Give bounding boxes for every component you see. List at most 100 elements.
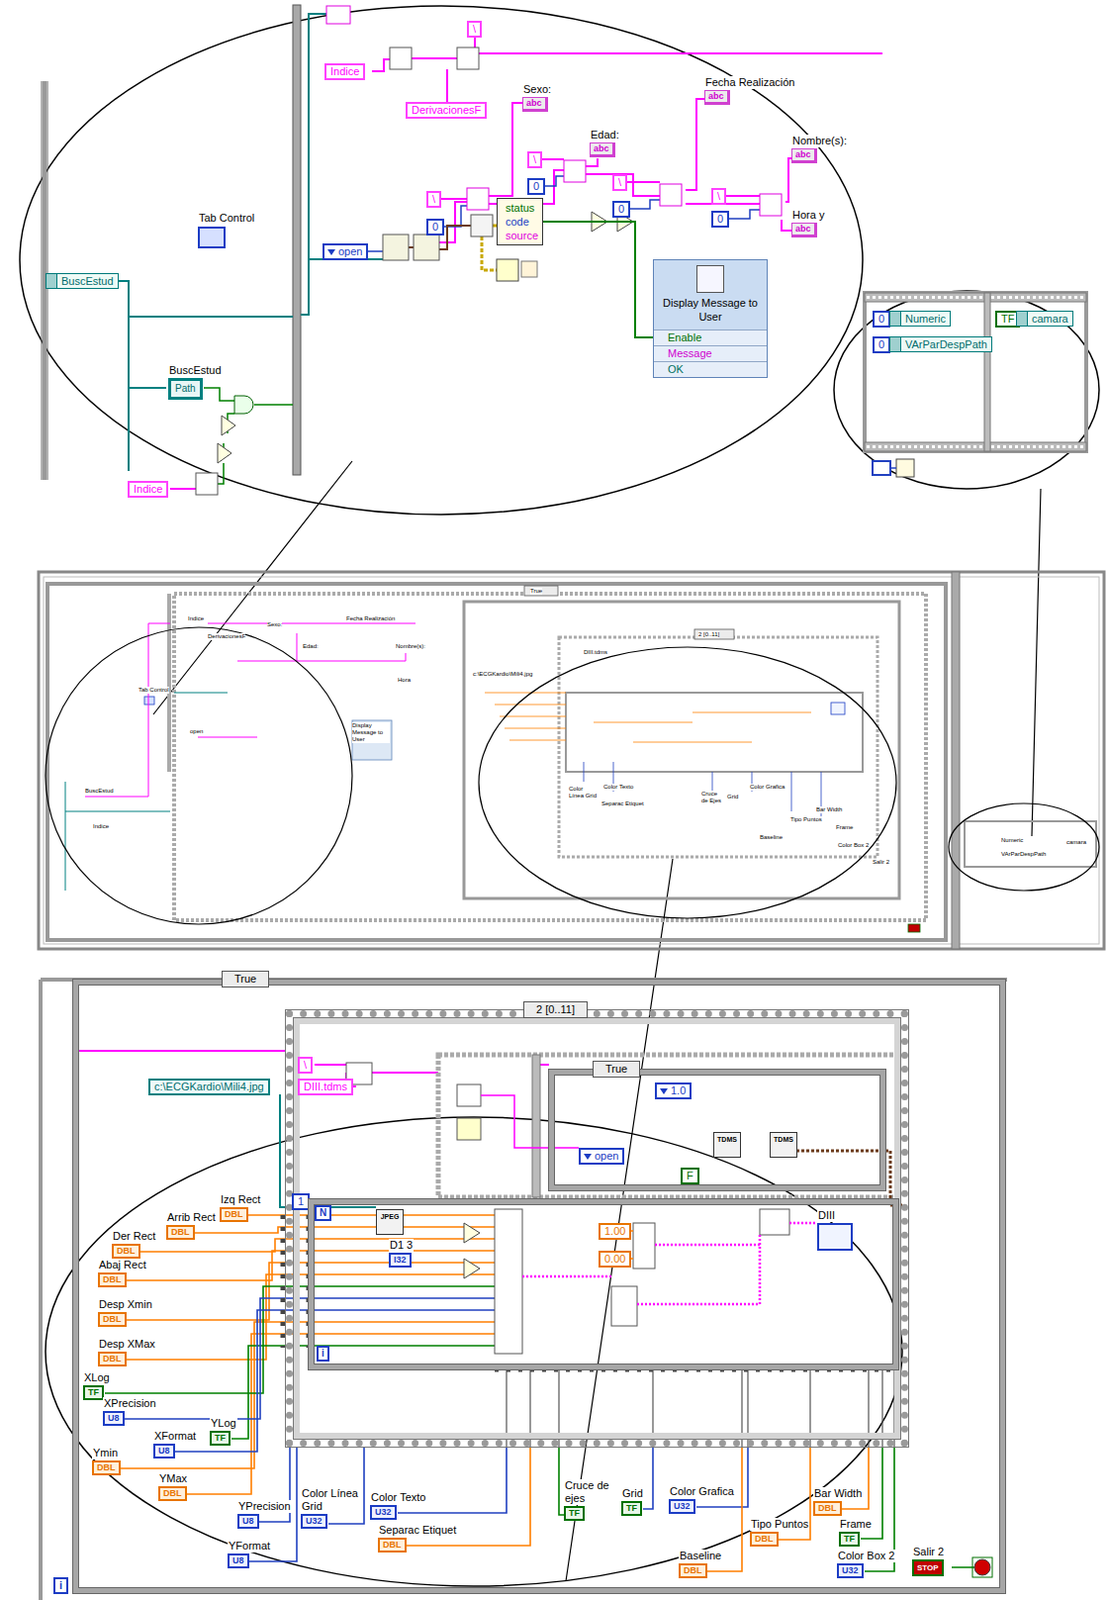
cluster-field: code xyxy=(505,214,539,229)
node-num: 0 xyxy=(527,178,546,195)
string-constant: \ xyxy=(527,151,543,169)
path-control: Path xyxy=(168,377,203,400)
terminal-label: Color Texto xyxy=(369,1490,427,1504)
overview-wires xyxy=(484,692,812,742)
selector-value: True xyxy=(605,1062,628,1076)
overview-icon xyxy=(352,720,392,760)
node-term: Der RectDBL xyxy=(111,1229,157,1259)
flat-sequence-frame xyxy=(438,1054,898,1198)
node-icon: JPEG xyxy=(375,1208,404,1235)
numeric-constant: 0 xyxy=(527,178,546,195)
overview-stop xyxy=(908,923,921,932)
overview-label: Numeric xyxy=(1001,836,1023,844)
node-term: GridTF xyxy=(621,1486,645,1516)
local-variable: BuscEstud xyxy=(45,273,119,289)
node-num: 0 xyxy=(872,336,891,354)
indicator-label: Sexo: xyxy=(522,83,553,96)
string-constant: \ xyxy=(466,20,482,38)
overview-label: Display Message to User xyxy=(352,722,390,743)
node-term: Izq RectDBL xyxy=(219,1193,262,1222)
sequence-holes xyxy=(866,297,1085,448)
node-dmsg: Display Message to UserEnableMessageOK xyxy=(652,259,768,378)
control-label: Salir 2 xyxy=(912,1545,945,1559)
terminal-label: Baseline xyxy=(678,1549,723,1563)
terminal-label: Tipo Puntos xyxy=(749,1517,810,1531)
selector-value: True xyxy=(234,972,257,986)
node-term: YLogTF xyxy=(209,1416,238,1446)
numeric-constant: 0 xyxy=(612,200,631,218)
node-num: 0 xyxy=(872,310,891,328)
green-wires xyxy=(104,1286,495,1439)
terminal-label: YLog xyxy=(209,1416,238,1430)
match-pattern-icon xyxy=(466,187,489,210)
string-constant: Indice xyxy=(127,480,169,498)
function-icon xyxy=(326,5,351,24)
overview-label: Tipo Puntos xyxy=(790,816,823,824)
iteration-terminal: i xyxy=(53,1576,69,1594)
node-term: Desp XminDBL xyxy=(97,1297,154,1327)
case-selector: True xyxy=(221,970,270,988)
indicator-label: Edad: xyxy=(589,128,621,142)
express-vi-icon xyxy=(696,265,725,293)
overview-label: Edad: xyxy=(302,643,319,650)
node-ind: Nombre(s):abc xyxy=(791,134,848,164)
string-indicator: abc xyxy=(791,222,818,238)
numeric-constant: 0.00 xyxy=(598,1250,632,1268)
cluster-field: status xyxy=(505,200,539,215)
function-icon: JPEG xyxy=(375,1208,404,1235)
node-case: True2 [0..11]\DIII.tdmsTrue1.0TDMSTDMSop… xyxy=(73,979,1006,1593)
overview-label: Separac Etiquet xyxy=(601,800,645,808)
type-tag: DBL xyxy=(158,1485,187,1501)
terminal-label: Bar Width xyxy=(813,1486,863,1500)
node-str: \ xyxy=(466,20,482,38)
boolean-constant: F xyxy=(680,1167,700,1185)
zoom-ellipse xyxy=(478,646,897,919)
overview-label: DerivacionesF xyxy=(207,633,246,641)
overview-sequence xyxy=(174,593,926,921)
terminal-label: Ymin xyxy=(92,1446,119,1460)
terminal-label: XPrecision xyxy=(102,1396,158,1410)
error-handler-icon xyxy=(496,259,519,281)
match-pattern-icon xyxy=(659,184,682,206)
node-ind: Sexo:abc xyxy=(522,83,553,112)
overview-case xyxy=(463,601,900,899)
overview-label: Indice xyxy=(187,615,204,623)
node-num: 0 xyxy=(426,218,445,236)
type-tag: DBL xyxy=(92,1460,121,1476)
node-tf: F xyxy=(680,1167,700,1185)
refnum-wire xyxy=(796,1150,903,1205)
overview-label: Frame xyxy=(835,824,853,831)
type-tag: TF xyxy=(838,1531,860,1547)
numeric-constant: 0 xyxy=(711,210,730,228)
numeric-constant: 0 xyxy=(872,336,891,354)
sequence-frame xyxy=(864,292,1087,452)
overview-frame xyxy=(38,571,1105,949)
terminal-label: Color Grafica xyxy=(668,1484,736,1498)
path-wire xyxy=(279,1094,376,1207)
node-term: XLogTF xyxy=(83,1371,111,1400)
node-prop: VArParDespPath xyxy=(889,336,993,353)
node-str: \ xyxy=(426,190,442,208)
function-icon: TDMS xyxy=(713,1131,741,1158)
terminal-label: Color Box 2 xyxy=(836,1549,896,1563)
node-path1: c:\ECGKardio\Mili4.jpg xyxy=(148,1078,271,1096)
node-str: Indice xyxy=(324,63,366,81)
overview-wires xyxy=(85,623,416,797)
terminal-label: D1 3 xyxy=(388,1238,414,1252)
string-indicator: abc xyxy=(791,148,818,164)
overview-selector xyxy=(694,629,735,640)
overview-while-loop xyxy=(47,583,946,940)
express-vi-input: Enable xyxy=(653,329,767,346)
type-tag: DBL xyxy=(813,1500,842,1516)
overview-label: Nombre(s): xyxy=(395,643,426,650)
indicator-label: Hora y xyxy=(791,208,826,222)
node-stop: Salir 2STOP xyxy=(912,1545,945,1576)
overview-selector xyxy=(524,585,558,596)
local-variable: Numeric xyxy=(889,310,951,327)
string-constant: Indice xyxy=(324,63,366,81)
tunnel-row xyxy=(282,1214,901,1370)
numeric-constant-box xyxy=(872,461,891,475)
node-dbl: 1.00 xyxy=(598,1222,632,1240)
overview-icon xyxy=(831,702,845,715)
